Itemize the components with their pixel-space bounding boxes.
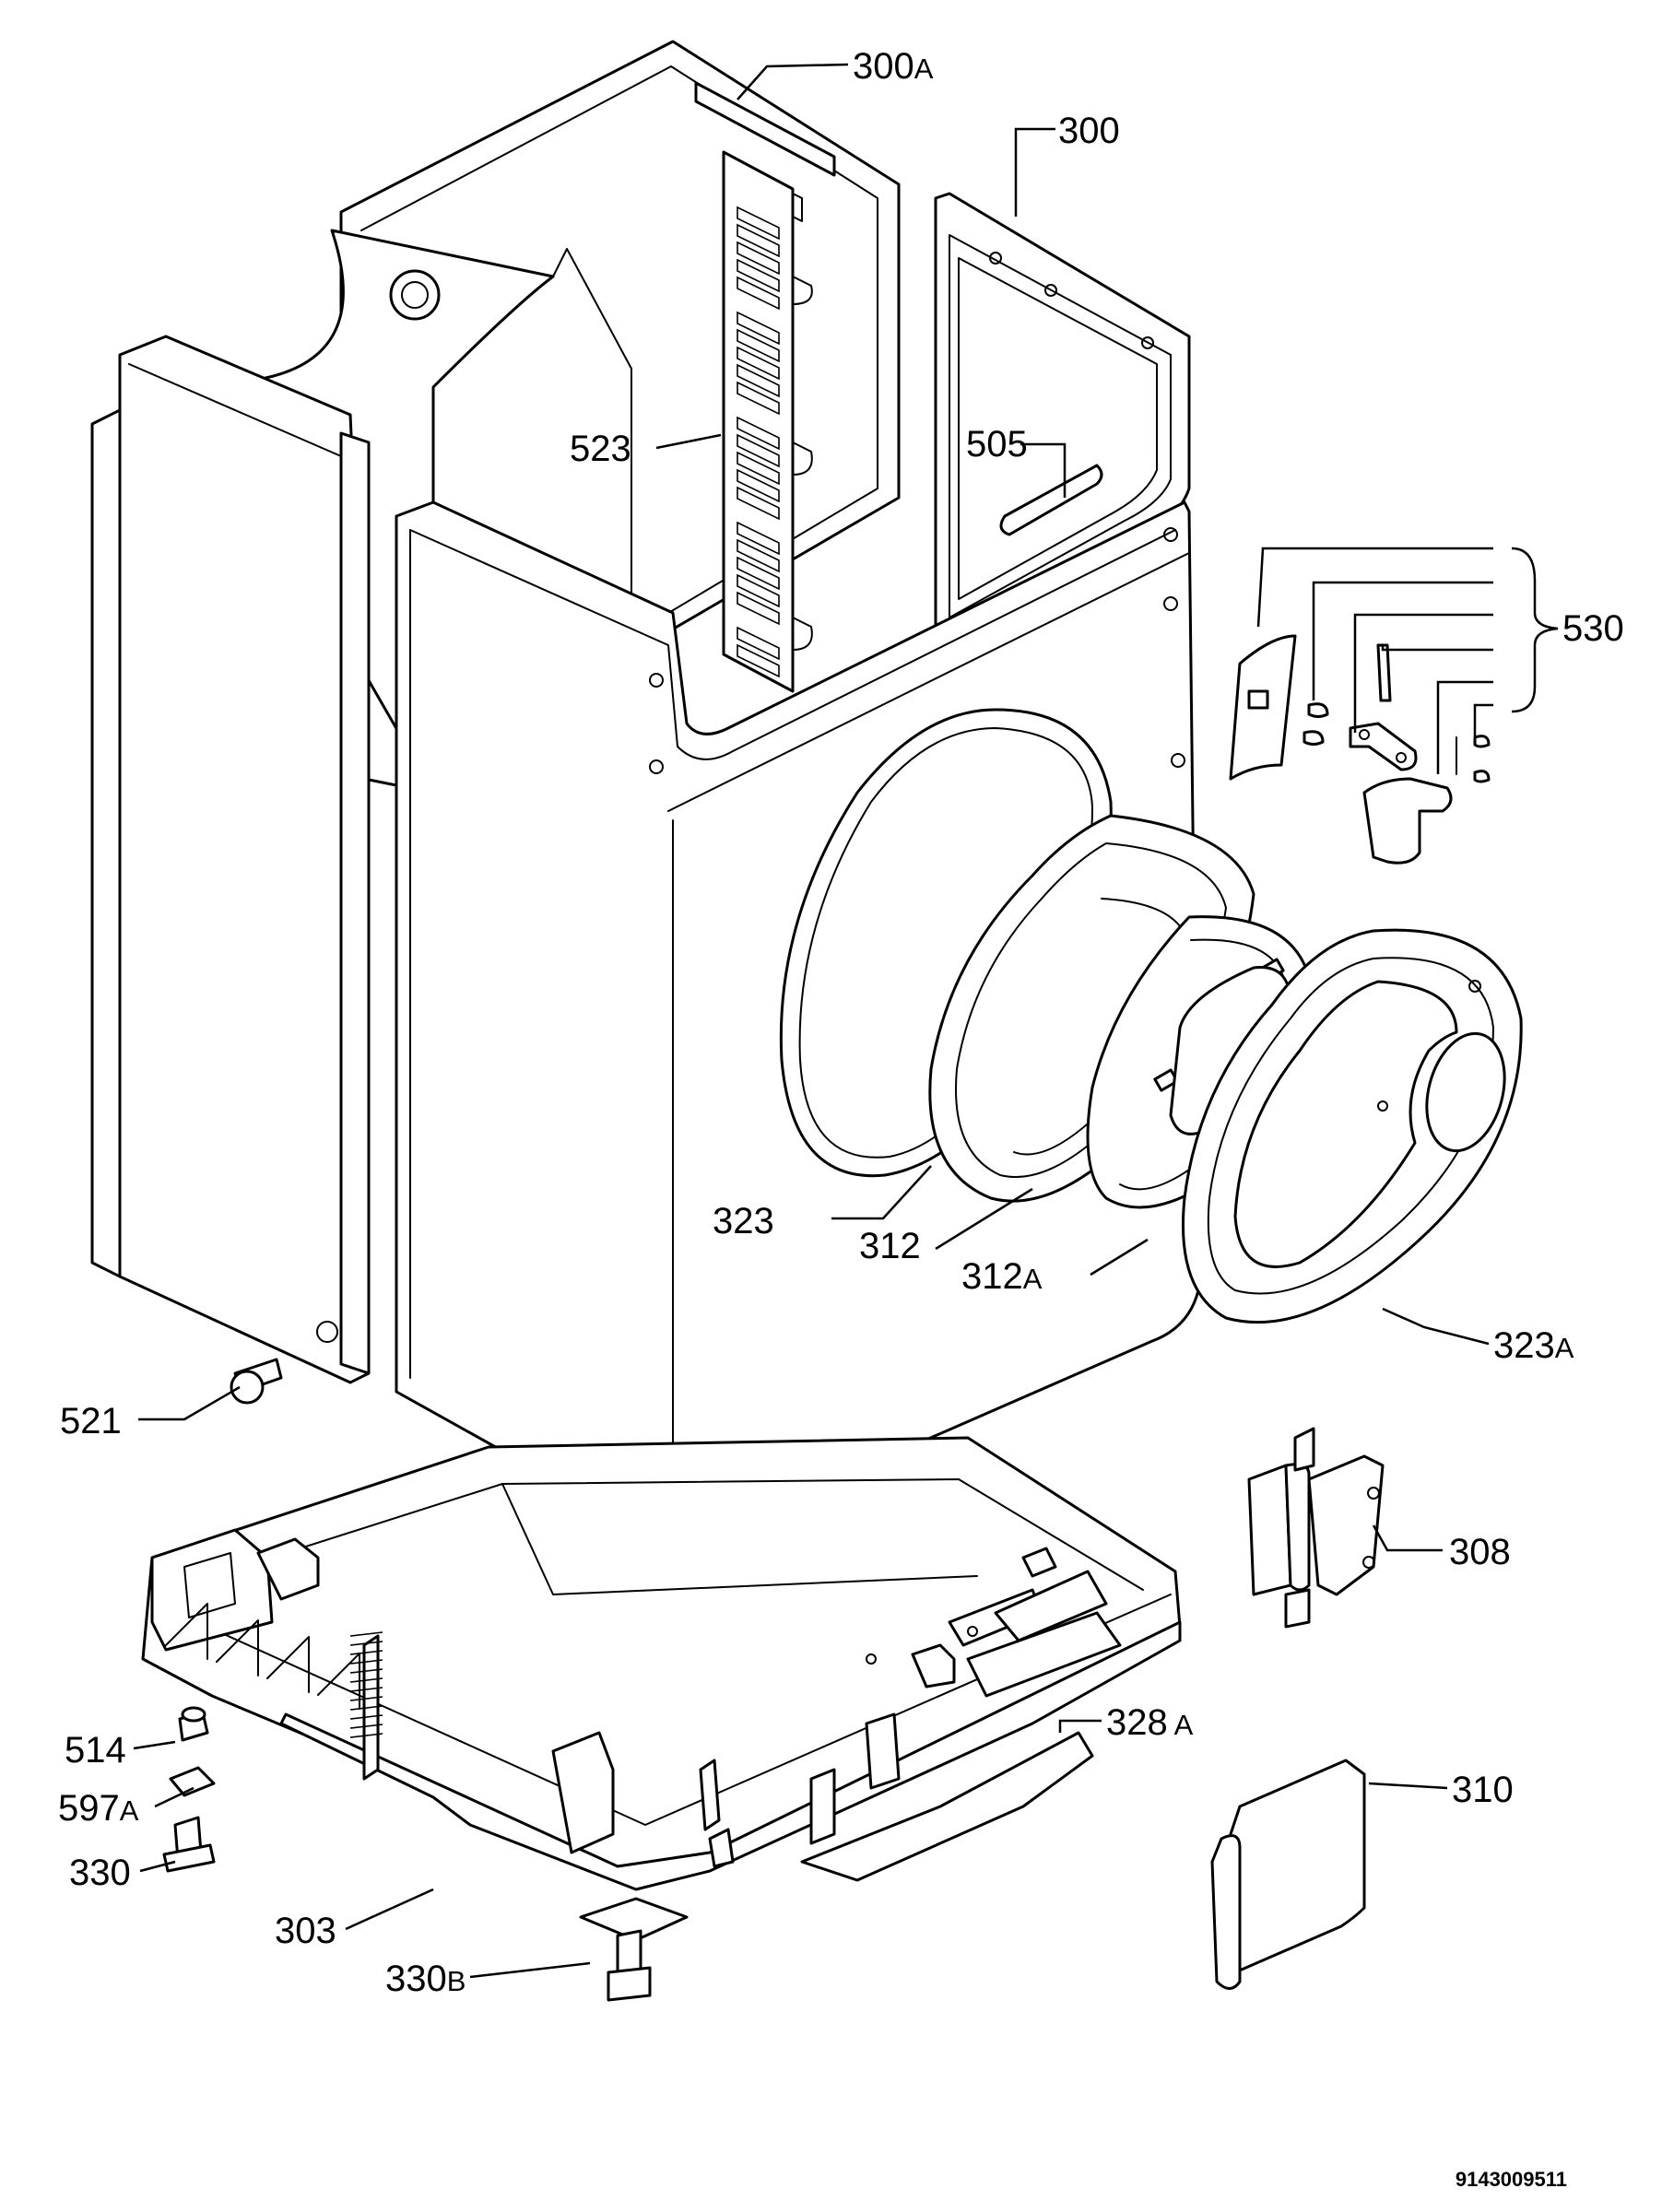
label-323: 323 [713, 1201, 774, 1241]
base-vent-line [349, 1677, 383, 1683]
grille-slot [737, 381, 780, 416]
grille-slot [737, 258, 780, 293]
service-flap [1210, 1759, 1366, 1990]
base-rib [266, 1636, 310, 1693]
label-521: 521 [60, 1401, 122, 1441]
label-530: 530 [1562, 608, 1624, 649]
label-505: 505 [966, 424, 1028, 465]
label-308: 308 [1449, 1532, 1511, 1572]
grille-slot [737, 363, 780, 398]
label-300a: 300A [853, 46, 934, 87]
label-303: 303 [275, 1911, 336, 1951]
base-vent-line [349, 1650, 383, 1655]
grille-slot [737, 591, 780, 626]
grille-slot [737, 643, 780, 678]
grille-slot [737, 328, 780, 363]
door-hinge [1247, 1427, 1385, 1629]
grille-slot [737, 241, 780, 276]
grille-slot [737, 433, 780, 468]
base-vent-line [349, 1631, 383, 1637]
base-vent-line [349, 1668, 383, 1674]
label-597a: 597A [58, 1788, 139, 1829]
grille-slot [737, 626, 780, 661]
label-328a: 328 A [1106, 1702, 1194, 1743]
panel-screw [230, 1358, 283, 1405]
grille-slot [737, 276, 780, 311]
grille-slot [737, 521, 780, 556]
base-rib [165, 1603, 208, 1660]
label-514: 514 [65, 1730, 126, 1771]
door-outer-frame [1181, 928, 1523, 1324]
label-312a: 312A [961, 1256, 1043, 1297]
label-312: 312 [859, 1226, 921, 1266]
label-330: 330 [69, 1853, 131, 1893]
grille-slot [737, 206, 780, 241]
air-duct-grille [722, 150, 813, 693]
label-323a: 323A [1493, 1325, 1574, 1366]
base-vent-line [349, 1696, 383, 1701]
base-frame [141, 1436, 1182, 1891]
front-cabinet [395, 500, 1200, 1550]
leader-lines [133, 63, 1559, 1979]
left-side-panel [90, 335, 371, 1384]
small-hardware [162, 1706, 216, 1873]
door-hinge-rod [999, 464, 1103, 536]
base-vent-line [349, 1659, 383, 1665]
grille-slot [737, 573, 780, 608]
label-330b: 330B [385, 1959, 466, 1999]
base-vent-line [349, 1705, 383, 1711]
grille-slot [737, 556, 780, 591]
base-vent-line [349, 1724, 383, 1729]
label-300: 300 [1058, 111, 1120, 151]
document-number: 9143009511 [1456, 2168, 1567, 2191]
grille-slot [737, 346, 780, 381]
label-310: 310 [1452, 1770, 1514, 1810]
grille-slot [737, 538, 780, 573]
grille-slot [737, 486, 780, 521]
base-vent-line [349, 1641, 383, 1646]
base-rib [216, 1619, 259, 1677]
grille-slot [737, 468, 780, 503]
base-vent-line [349, 1714, 383, 1720]
door-lock-parts [1229, 634, 1491, 865]
label-523: 523 [570, 429, 631, 469]
base-vent-line [349, 1687, 383, 1692]
grille-slot [737, 223, 780, 258]
leveling-foot [579, 1897, 689, 2002]
base-vent-line [349, 1733, 383, 1738]
grille-slot [737, 311, 780, 346]
grille-slot [737, 451, 780, 486]
grille-slot [737, 416, 780, 451]
